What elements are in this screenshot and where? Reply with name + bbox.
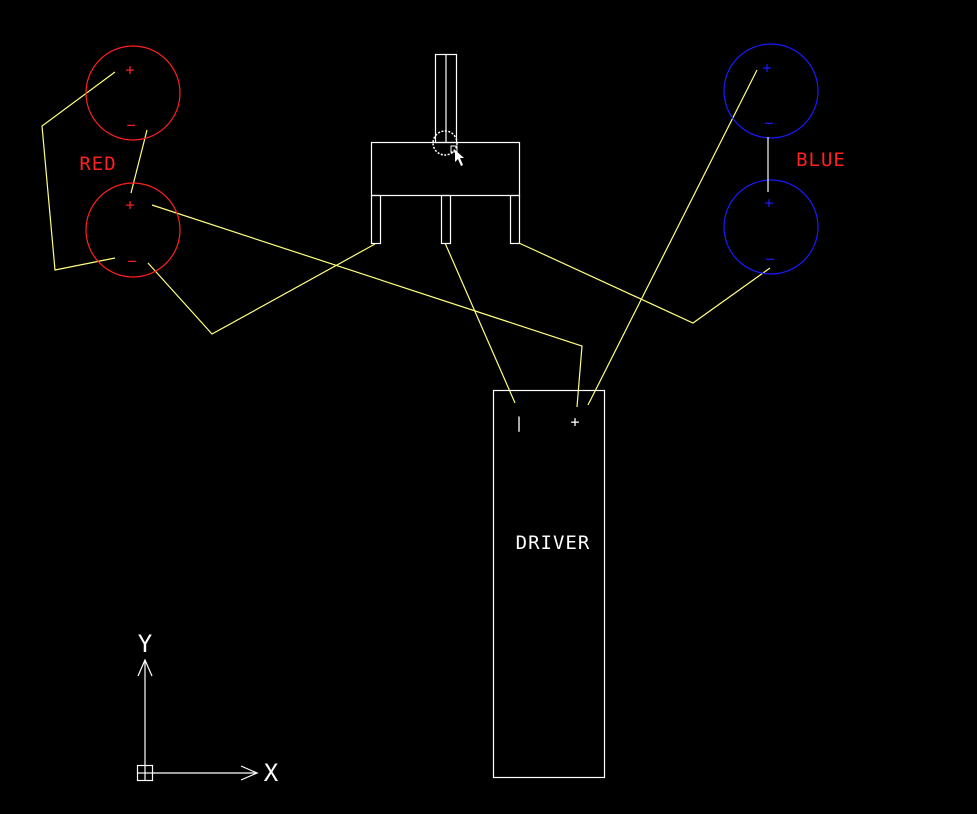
stator-body[interactable] [370, 141, 521, 197]
stator-assembly[interactable] [370, 53, 521, 245]
leg-right[interactable] [509, 194, 521, 245]
cad-cursor [432, 130, 464, 166]
wire-blue-plus-driver[interactable] [587, 69, 758, 406]
wire-red-plus-driver[interactable] [151, 204, 583, 408]
blue-top-minus: − [764, 114, 773, 132]
driver-plus-terminal: + [570, 413, 579, 431]
blue-coil-top[interactable] [723, 43, 819, 139]
wire-middle-leg-driver[interactable] [444, 242, 516, 404]
driver-label: DRIVER [516, 532, 591, 554]
leg-left[interactable] [370, 194, 382, 245]
red-bottom-minus: − [127, 252, 136, 270]
wire-red-minus-leg[interactable] [147, 243, 376, 335]
snap-marker-icon [432, 130, 458, 156]
blue-bottom-minus: − [765, 250, 774, 268]
red-coil-top[interactable] [85, 45, 181, 141]
blue-label: BLUE [796, 149, 846, 171]
ucs-icon [136, 658, 259, 782]
red-bottom-plus: + [125, 196, 134, 214]
blue-top-plus: + [762, 59, 771, 77]
driver-box[interactable] [492, 389, 606, 779]
driver-minus-terminal: | [514, 414, 523, 432]
red-top-minus: − [126, 116, 135, 134]
red-top-plus: + [125, 61, 134, 79]
red-coils [85, 45, 181, 278]
pointer-arrow-icon [455, 150, 464, 166]
leg-middle[interactable] [440, 194, 452, 245]
wires [41, 69, 771, 408]
ucs-y-label: Y [138, 630, 153, 658]
wire-right-leg-blue[interactable] [518, 242, 771, 324]
blue-bottom-plus: + [764, 194, 773, 212]
blue-coils [723, 43, 819, 275]
ucs-x-label: X [264, 759, 279, 787]
red-label: RED [79, 153, 116, 175]
wire-red-loop[interactable] [41, 71, 116, 271]
red-coil-bottom[interactable] [85, 182, 181, 278]
blue-coil-bottom[interactable] [723, 179, 819, 275]
